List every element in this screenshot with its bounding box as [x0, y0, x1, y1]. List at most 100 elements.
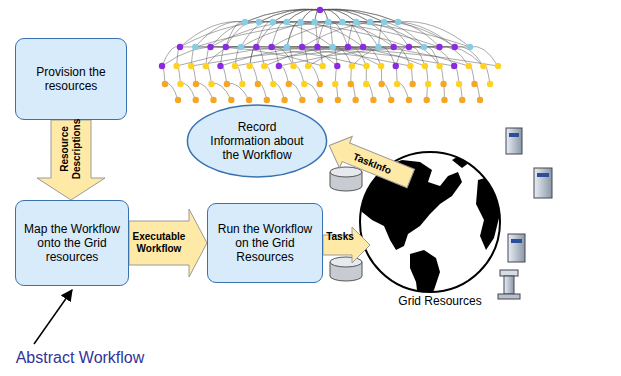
graph-edge	[320, 9, 356, 22]
graph-node	[334, 63, 340, 69]
graph-edge	[226, 22, 259, 47]
graph-node	[270, 19, 276, 25]
graph-node	[393, 63, 399, 69]
graph-edge	[301, 22, 470, 47]
graph-node	[441, 97, 447, 103]
graph-node	[290, 63, 296, 69]
graph-node	[487, 81, 493, 87]
graph-node	[353, 19, 359, 25]
process-box: Map the Workflow onto the Grid resources	[15, 200, 129, 286]
graph-edge	[245, 22, 409, 47]
graph-node	[367, 19, 373, 25]
graph-node	[352, 97, 358, 103]
arrow-label: TaskInfo	[351, 150, 393, 175]
graph-edge	[245, 9, 320, 22]
graph-node	[363, 81, 369, 87]
graph-edge	[245, 9, 320, 22]
graph-edge	[195, 22, 384, 47]
graph-node	[217, 63, 223, 69]
graph-node	[459, 97, 465, 103]
graph-edge	[259, 9, 320, 22]
graph-edge	[241, 22, 273, 47]
graph-node	[317, 97, 323, 103]
graph-node	[456, 81, 462, 87]
graph-node	[281, 97, 287, 103]
graph-node	[360, 44, 366, 50]
graph-node	[436, 44, 442, 50]
graph-edge	[370, 22, 455, 47]
graph-node	[348, 81, 354, 87]
graph-node	[317, 81, 323, 87]
graph-node	[224, 81, 230, 87]
graph-node	[297, 19, 303, 25]
server-icon	[534, 168, 552, 198]
graph-node	[305, 63, 311, 69]
graph-edge	[315, 22, 394, 47]
graph-node	[363, 63, 369, 69]
graph-node	[284, 44, 290, 50]
disk-icon	[330, 257, 362, 281]
graph-edge	[342, 22, 363, 47]
region-label: Grid Resources	[398, 294, 481, 308]
graph-node	[228, 97, 234, 103]
node-text: Run the Workflow on the Grid Resources	[213, 222, 317, 264]
graph-node	[301, 81, 307, 87]
graph-edge	[328, 22, 332, 47]
graph-node	[440, 81, 446, 87]
graph-node	[270, 81, 276, 87]
graph-edge	[328, 22, 347, 47]
graph-node	[188, 63, 194, 69]
graph-node	[425, 81, 431, 87]
graph-node	[335, 97, 341, 103]
graph-node	[424, 97, 430, 103]
graph-node	[370, 97, 376, 103]
graph-edge	[256, 22, 286, 47]
graph-node	[467, 44, 473, 50]
graph-node	[332, 81, 338, 87]
graph-node	[349, 63, 355, 69]
graph-edge	[320, 9, 356, 22]
graph-node	[311, 19, 317, 25]
graph-node	[162, 81, 168, 87]
graph-node	[495, 63, 501, 69]
graph-node	[451, 63, 457, 69]
graph-node	[242, 19, 248, 25]
input-label: Abstract Workflow	[16, 349, 145, 367]
graph-node	[317, 7, 323, 13]
leader-arrow	[34, 290, 72, 344]
process-box: Run the Workflow on the Grid Resources	[207, 203, 323, 283]
graph-node	[159, 63, 165, 69]
graph-node	[406, 97, 412, 103]
edge-label: Executable Workflow	[124, 231, 195, 255]
graph-edge	[211, 22, 315, 47]
graph-node	[395, 19, 401, 25]
graph-node	[381, 19, 387, 25]
graph-node	[173, 63, 179, 69]
disk-icon	[330, 167, 362, 191]
graph-node	[239, 81, 245, 87]
graph-node	[255, 81, 261, 87]
node-text: Map the Workflow onto the Grid resources	[21, 222, 123, 264]
graph-node	[193, 81, 199, 87]
graph-node	[256, 19, 262, 25]
graph-edge	[301, 22, 302, 47]
edge-label: Resource Descriptions	[59, 113, 83, 184]
terminal-icon	[498, 270, 520, 299]
graph-node	[378, 63, 384, 69]
node-text: Record Information about the Workflow	[210, 120, 304, 162]
graph-node	[177, 81, 183, 87]
graph-node	[471, 81, 477, 87]
graph-node	[284, 19, 290, 25]
graph-edge	[226, 22, 245, 47]
graph-node	[177, 44, 183, 50]
graph-node	[407, 63, 413, 69]
graph-edge	[226, 46, 454, 66]
graph-node	[375, 44, 381, 50]
graph-node	[325, 19, 331, 25]
graph-node	[390, 44, 396, 50]
graph-node	[193, 97, 199, 103]
graph-node	[388, 97, 394, 103]
graph-edge	[352, 46, 394, 66]
graph-node	[378, 81, 384, 87]
graph-node	[466, 63, 472, 69]
